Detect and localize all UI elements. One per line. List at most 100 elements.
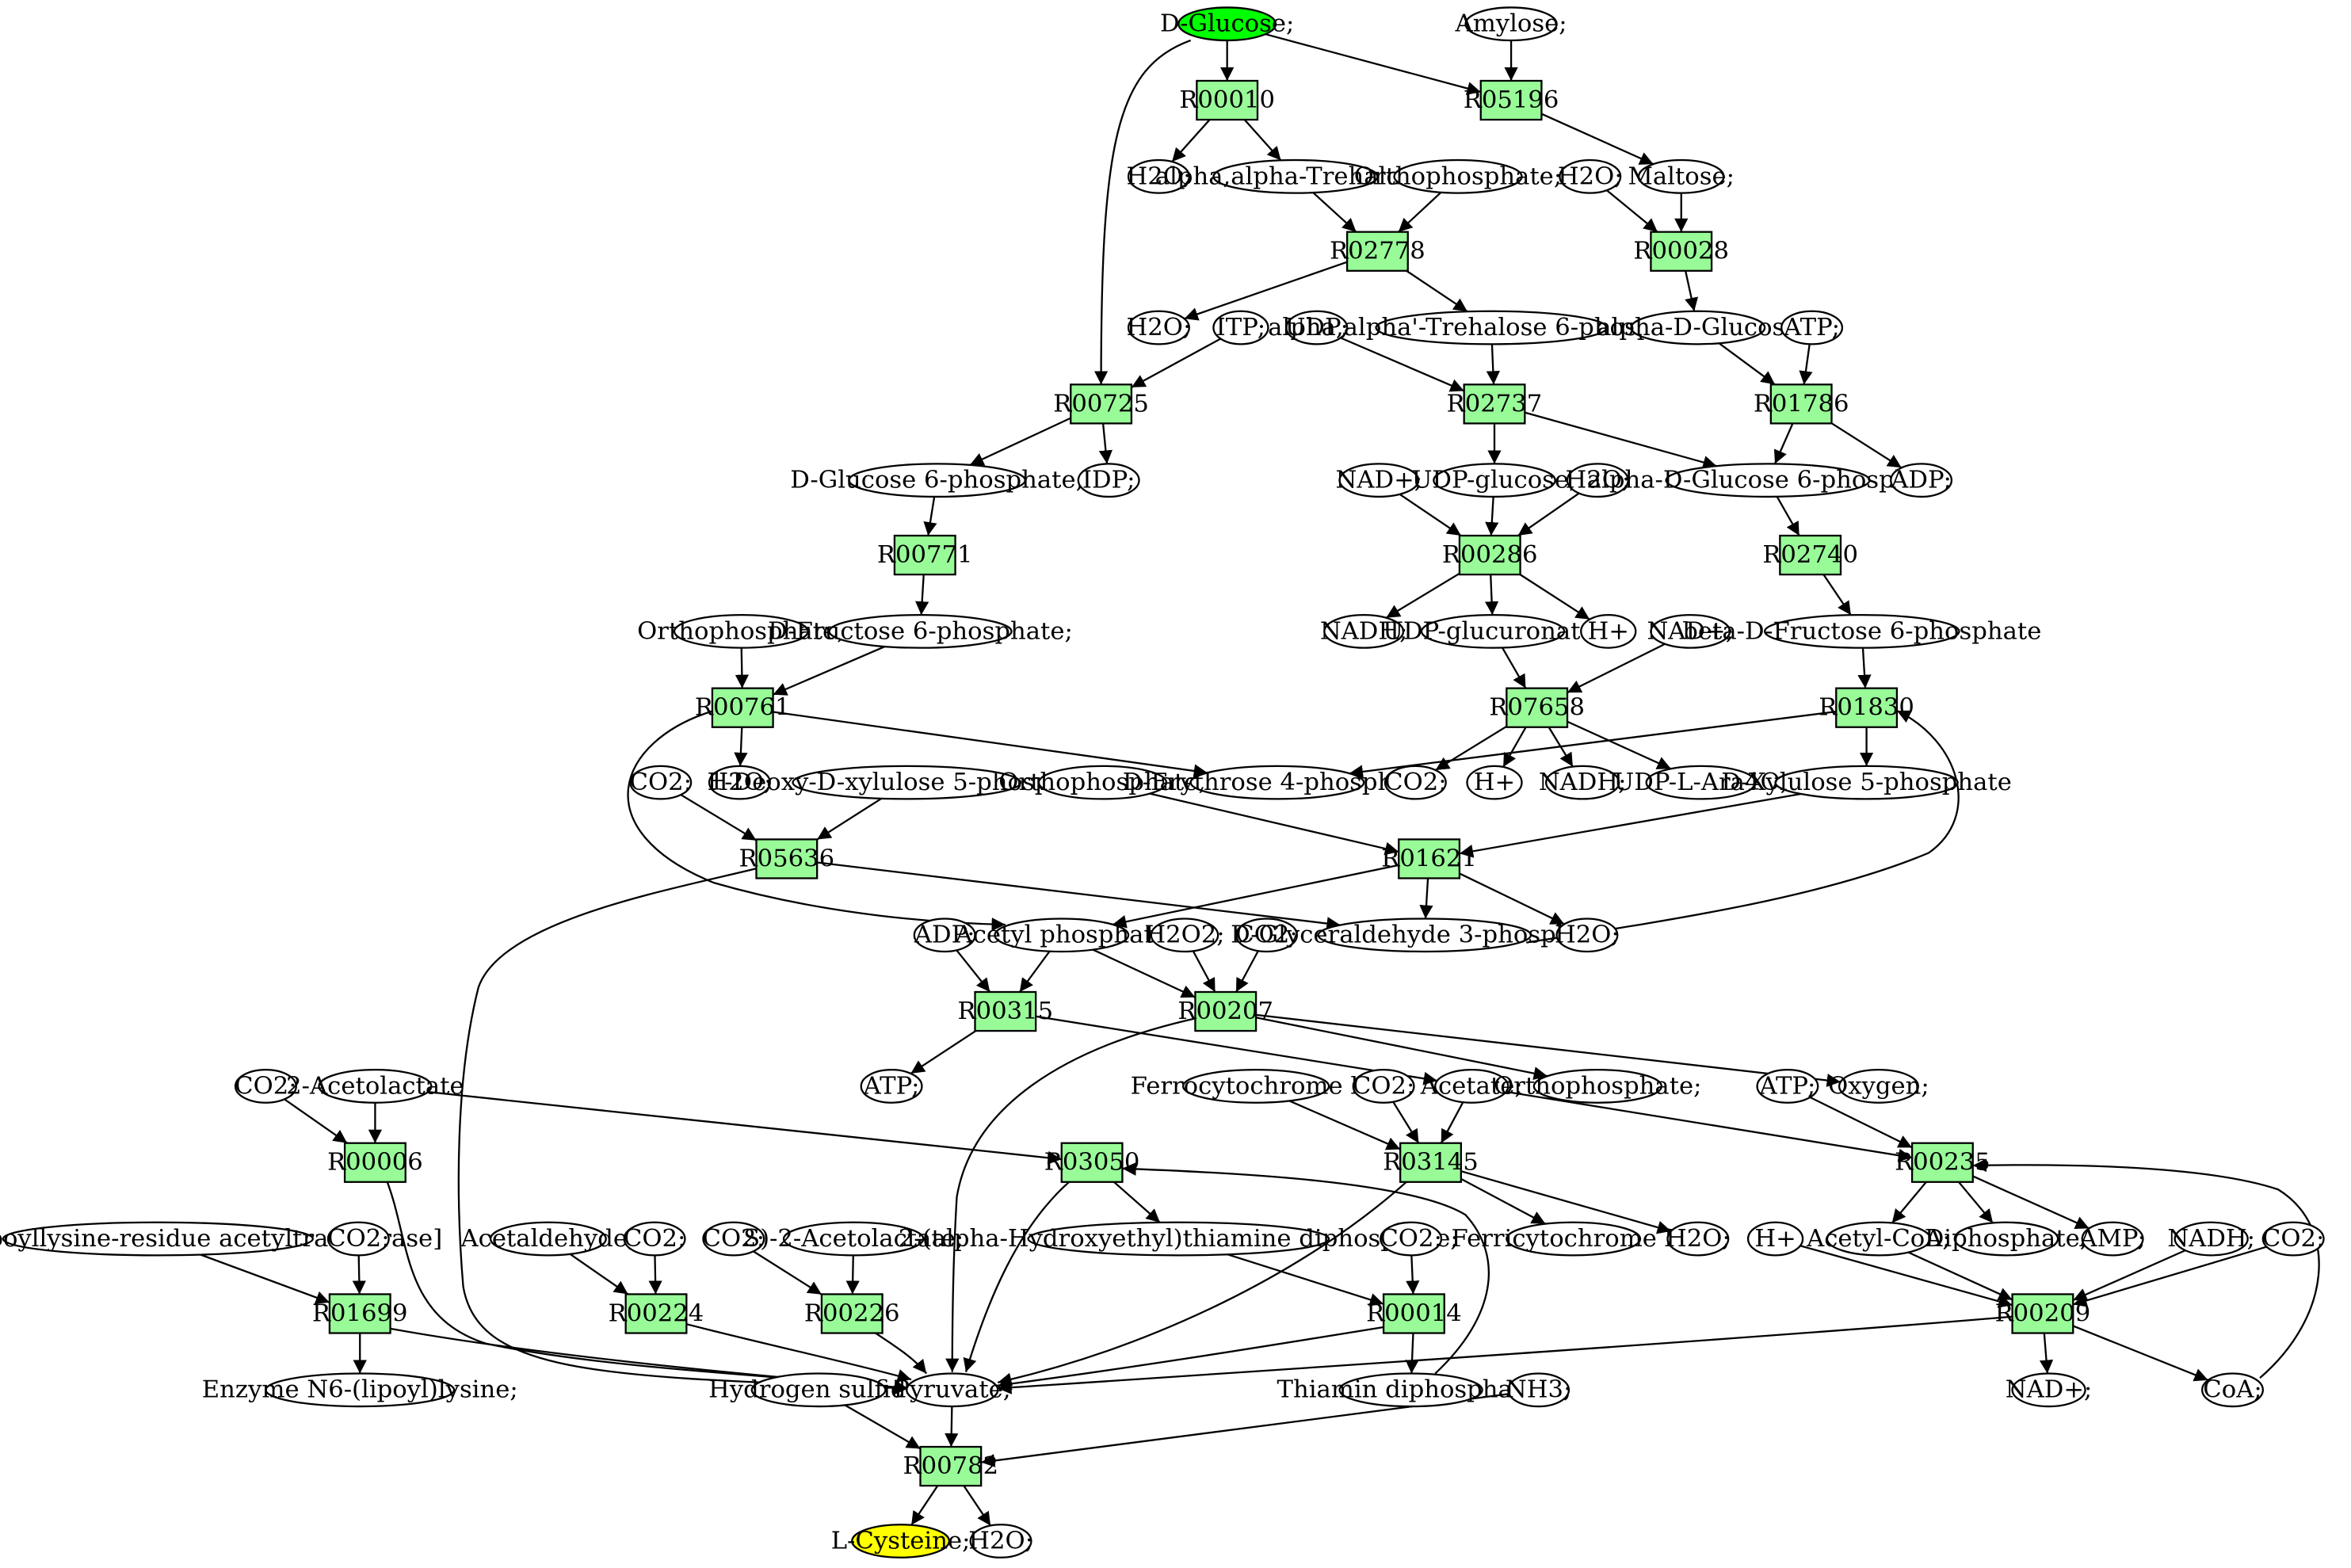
edge-nad_2-to-R07658 bbox=[1567, 643, 1666, 694]
reaction-box bbox=[624, 1293, 688, 1334]
edge-R00782-to-h2o_8 bbox=[963, 1485, 992, 1527]
node-label: D-Glyceraldehyde 3-phosphate; bbox=[1231, 921, 1618, 949]
reaction-node-r00286: R00286 bbox=[1442, 534, 1538, 576]
node-label: NH3; bbox=[1506, 1376, 1571, 1404]
node-label: H+ bbox=[1588, 618, 1629, 646]
compound-node-xu5p: D-Xylulose 5-phosphate bbox=[1721, 765, 2012, 800]
edge-dglucose-to-R05196 bbox=[1265, 32, 1482, 95]
node-label: CoA; bbox=[2203, 1376, 2261, 1404]
compound-node-nad_1: NAD+; bbox=[1336, 463, 1422, 498]
compound-node-adp_2: ADP; bbox=[913, 918, 976, 953]
edge-acp-to-R00207 bbox=[1092, 948, 1196, 998]
node-label: CO2; bbox=[1235, 921, 1297, 949]
edge-R03050-to-pyruvate bbox=[963, 1180, 1072, 1372]
compound-node-co2_1: CO2; bbox=[629, 765, 693, 800]
edge-R00235-to-accoa bbox=[1891, 1181, 1927, 1224]
node-label: R01786 bbox=[1754, 390, 1849, 418]
edge-h2o_2-to-R00028 bbox=[1606, 189, 1658, 233]
reaction-box bbox=[1506, 687, 1569, 728]
compound-ellipse bbox=[1317, 918, 1532, 953]
node-label: R00782 bbox=[903, 1452, 999, 1480]
edge-accoa-to-R00209 bbox=[1907, 1251, 2013, 1301]
compound-node-co2_9: CO2; bbox=[1380, 1221, 1443, 1257]
compound-ellipse bbox=[1545, 765, 1620, 800]
compound-node-lcys: L-Cysteine; bbox=[831, 1524, 971, 1558]
compound-node-co2_6: CO2; bbox=[326, 1221, 390, 1257]
compound-node-adp_1: ADP; bbox=[1890, 463, 1953, 498]
compound-ellipse bbox=[1037, 765, 1168, 800]
node-label: R02778 bbox=[1330, 238, 1425, 265]
reaction-node-r03050: R03050 bbox=[1044, 1142, 1139, 1183]
edge-fcb1-to-R03145 bbox=[1288, 1100, 1401, 1150]
reaction-box bbox=[974, 990, 1037, 1032]
node-label: R00315 bbox=[958, 998, 1054, 1025]
edge-R02737-to-ag6p bbox=[1525, 411, 1717, 469]
node-label: H+ bbox=[1474, 769, 1515, 796]
edge-R00209-to-coa bbox=[2072, 1325, 2209, 1382]
node-label: R02737 bbox=[1447, 390, 1543, 418]
compound-node-g6p: D-Glucose 6-phosphate; bbox=[790, 463, 1084, 498]
compound-ellipse bbox=[1434, 1069, 1509, 1104]
compound-node-h2o_8: H2O; bbox=[968, 1524, 1033, 1558]
compound-node-nh3: NH3; bbox=[1506, 1372, 1571, 1408]
edge-R00761-to-acp bbox=[627, 709, 1006, 932]
reaction-box bbox=[1910, 1142, 1974, 1183]
compound-node-ppi: Diphosphate; bbox=[1925, 1221, 2088, 1257]
compound-node-acetolactate: 2-Acetolactate bbox=[286, 1069, 464, 1104]
compound-ellipse bbox=[1338, 1372, 1483, 1408]
node-label: Acetate; bbox=[1420, 1073, 1523, 1101]
node-label: R00286 bbox=[1442, 541, 1538, 569]
edge-R05196-to-maltose bbox=[1540, 113, 1654, 166]
edge-R00771-to-f6p bbox=[915, 574, 929, 616]
node-label: R05636 bbox=[739, 845, 835, 873]
node-label: R01699 bbox=[312, 1300, 408, 1328]
edge-acetate-to-R00235 bbox=[1506, 1090, 1913, 1162]
compound-ellipse bbox=[1890, 463, 1953, 498]
compound-node-coa: CoA; bbox=[2201, 1372, 2264, 1408]
edge-R00207-to-pyruvate bbox=[945, 1016, 1200, 1372]
edge-dlat-to-R01699 bbox=[200, 1253, 330, 1304]
compound-ellipse bbox=[1393, 158, 1523, 194]
compound-ellipse bbox=[1580, 613, 1637, 649]
node-label: Hydrogen sulfide; bbox=[708, 1376, 929, 1404]
compound-ellipse bbox=[2261, 1221, 2325, 1257]
reaction-box bbox=[1398, 838, 1461, 879]
compound-node-fercb1: Ferricytochrome b1 bbox=[1452, 1221, 1696, 1257]
node-label: L-Cysteine; bbox=[831, 1528, 971, 1555]
node-label: alpha-D-Glucose 6-phosphate bbox=[1587, 467, 1949, 494]
compound-node-co2_3: CO2; bbox=[1235, 918, 1298, 953]
compound-node-hs: Hydrogen sulfide; bbox=[708, 1372, 929, 1408]
node-label: CO2; bbox=[624, 1225, 685, 1253]
compound-node-co2_7: CO2; bbox=[623, 1221, 686, 1257]
reaction-box bbox=[1458, 534, 1521, 576]
reaction-node-r00010: R00010 bbox=[1179, 79, 1275, 121]
compound-node-h2o_7: H2O; bbox=[1666, 1221, 1731, 1257]
edge-itp-to-R00725 bbox=[1131, 338, 1221, 388]
node-label: CO2; bbox=[1384, 769, 1446, 796]
edge-R02778-to-h2o_3 bbox=[1184, 261, 1348, 321]
node-label: D-Glucose 6-phosphate; bbox=[790, 467, 1084, 494]
node-label: CO2; bbox=[235, 1073, 296, 1101]
compound-node-ag6p: alpha-D-Glucose 6-phosphate bbox=[1587, 463, 1949, 498]
node-label: 2-(alpha-Hydroxyethyl)thiamine diphospha… bbox=[899, 1225, 1459, 1253]
compound-ellipse bbox=[1665, 463, 1871, 498]
compound-node-acetate: Acetate; bbox=[1420, 1069, 1523, 1104]
compound-ellipse bbox=[1756, 1069, 1819, 1104]
reaction-box bbox=[1650, 231, 1713, 272]
edge-R03145-to-h2o_7 bbox=[1460, 1170, 1672, 1234]
node-label: R02740 bbox=[1762, 541, 1858, 569]
edge-R03050-to-hethdp bbox=[1113, 1181, 1161, 1223]
edge-acald-to-R00224 bbox=[569, 1253, 629, 1295]
node-label: R00209 bbox=[1995, 1300, 2091, 1328]
compound-node-hplus_1: H+ bbox=[1580, 613, 1637, 649]
edge-R00010-to-trehalose bbox=[1243, 119, 1282, 162]
edge-udpglc-to-R00286 bbox=[1485, 496, 1499, 536]
edge-R03145-to-fercb1 bbox=[1460, 1177, 1546, 1225]
edge-atp_3-to-R00235 bbox=[1809, 1096, 1913, 1149]
edge-adglc-to-R01786 bbox=[1718, 342, 1776, 386]
compound-ellipse bbox=[1127, 310, 1190, 345]
edge-co2_3-to-R00207 bbox=[1235, 950, 1259, 993]
edge-R00014-to-pyruvate bbox=[998, 1326, 1384, 1391]
edge-R01786-to-ag6p bbox=[1773, 422, 1794, 464]
